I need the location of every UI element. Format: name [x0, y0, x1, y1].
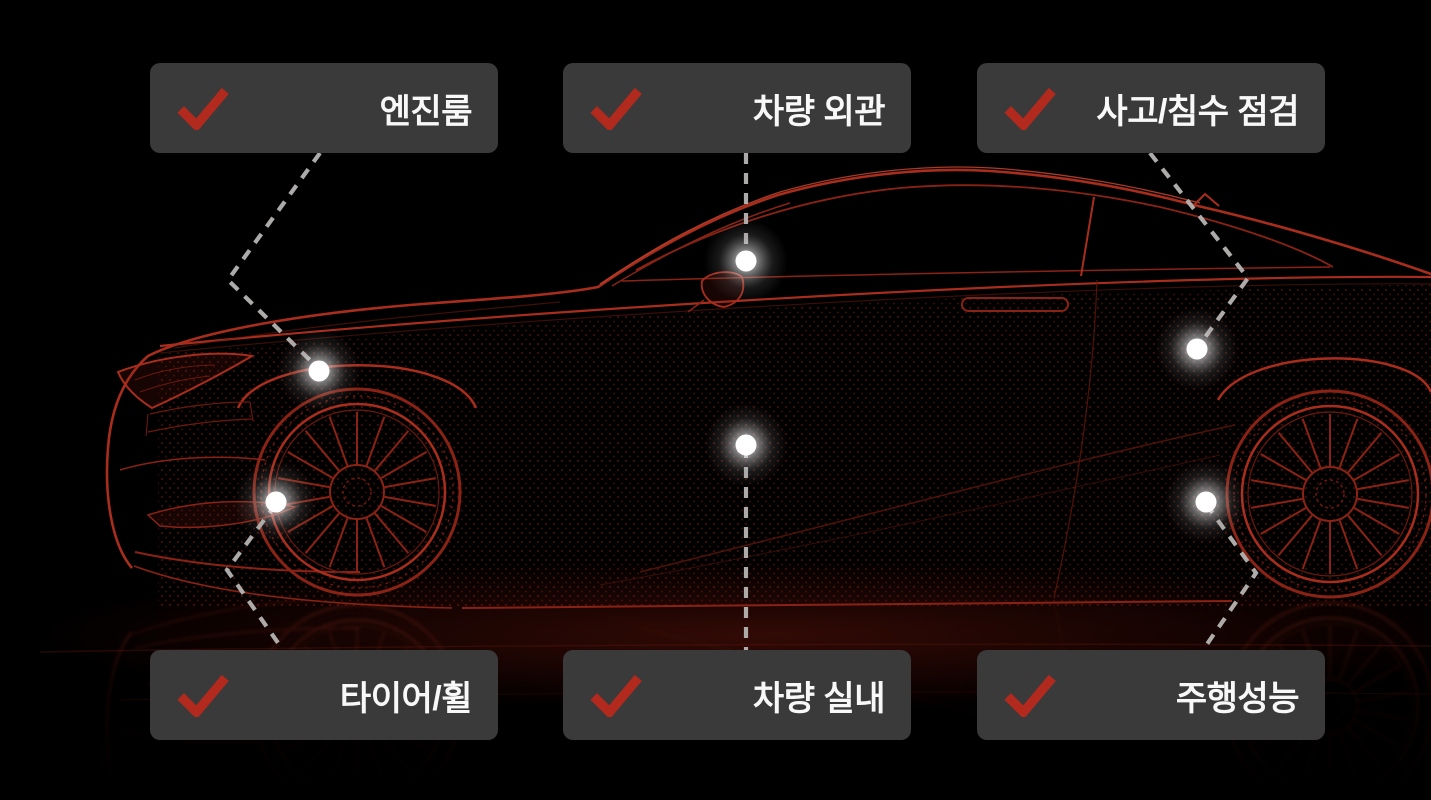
marker-dot-driving-performance[interactable]: [1164, 460, 1248, 544]
check-icon: [590, 87, 642, 130]
connector-line-engine-room: [225, 151, 322, 370]
checkpoint-badge-driving-performance[interactable]: 주행성능: [977, 650, 1325, 740]
checkpoint-label: 차량 실내: [752, 679, 886, 718]
checkpoint-badge-accident-flood-inspection[interactable]: 사고/침수 점검: [977, 63, 1325, 153]
checkpoint-badge-vehicle-exterior[interactable]: 차량 외관: [563, 63, 911, 153]
check-icon: [177, 674, 229, 717]
checkpoint-badge-tire-wheel[interactable]: 타이어/휠: [150, 650, 498, 740]
checkpoint-label: 엔진룸: [379, 92, 473, 131]
marker-dot-accident-flood-inspection[interactable]: [1155, 307, 1239, 391]
marker-dot-vehicle-interior[interactable]: [704, 403, 788, 487]
marker-dot-engine-room[interactable]: [277, 329, 361, 413]
check-icon: [590, 674, 642, 717]
marker-dot-vehicle-exterior[interactable]: [704, 219, 788, 303]
check-icon: [177, 87, 229, 130]
checkpoint-badge-vehicle-interior[interactable]: 차량 실내: [563, 650, 911, 740]
checkpoint-label: 타이어/휠: [339, 679, 473, 718]
check-icon: [1004, 87, 1056, 130]
checkpoint-label: 차량 외관: [752, 92, 886, 131]
checkpoint-badge-engine-room[interactable]: 엔진룸: [150, 63, 498, 153]
checkpoint-label: 사고/침수 점검: [1096, 92, 1299, 131]
check-icon: [1004, 674, 1056, 717]
marker-dot-tire-wheel[interactable]: [234, 460, 318, 544]
checkpoint-label: 주행성능: [1175, 679, 1300, 718]
